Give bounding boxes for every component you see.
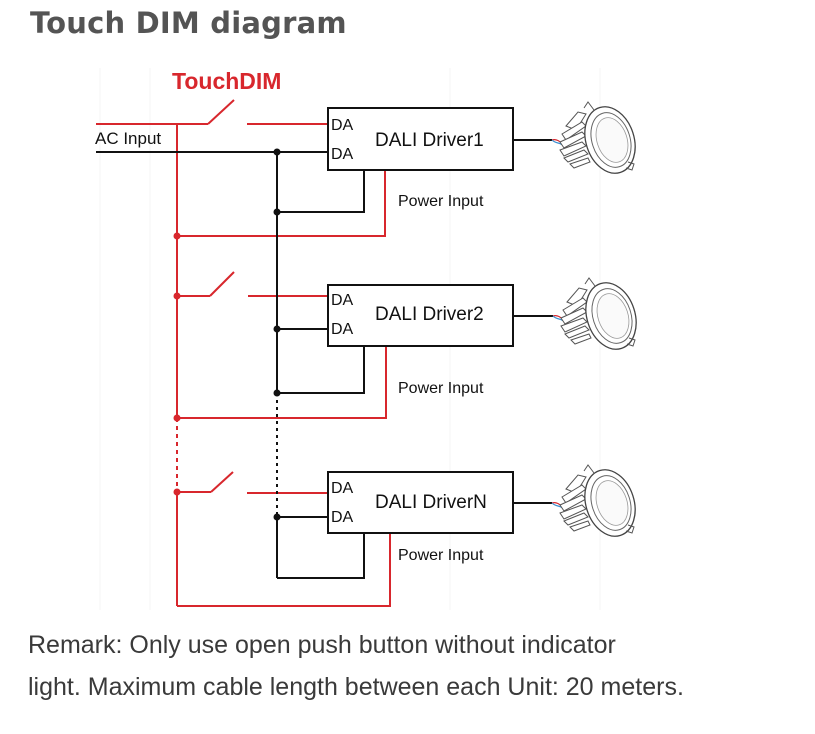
driver-2-terminal-bottom: DA	[331, 321, 354, 338]
touchdim-label: TouchDIM	[172, 68, 281, 94]
red-wiring	[96, 99, 391, 607]
driver-1-terminal-bottom: DA	[331, 146, 354, 163]
driver-n: DA DA DALI DriverN Power Input	[327, 471, 514, 564]
ac-input-label: AC Input	[95, 129, 161, 148]
page-title: Touch DIM diagram	[30, 6, 347, 40]
driver-2-terminal-top: DA	[331, 292, 354, 309]
driver-n-power-label: Power Input	[398, 547, 484, 564]
touchdim-switch-2	[209, 271, 235, 297]
downlight-icon	[552, 275, 645, 357]
black-wiring	[96, 139, 553, 579]
black-junctions	[273, 148, 281, 521]
driver-1-terminal-top: DA	[331, 117, 354, 134]
driver-2-name: DALI Driver2	[375, 304, 484, 325]
touchdim-switch-n	[210, 471, 234, 493]
red-junctions	[173, 232, 181, 496]
driver-n-name: DALI DriverN	[375, 492, 487, 513]
driver-2: DA DA DALI Driver2 Power Input	[327, 284, 514, 397]
driver-1-name: DALI Driver1	[375, 130, 484, 151]
driver-2-power-label: Power Input	[398, 380, 484, 397]
driver-n-terminal-top: DA	[331, 480, 354, 497]
downlight-icon	[551, 99, 644, 181]
driver-1: DA DA DALI Driver1 Power Input	[327, 107, 514, 210]
remark-line-1: Remark: Only use open push button withou…	[28, 631, 616, 659]
remark-line-2: light. Maximum cable length between each…	[28, 673, 684, 701]
driver-1-power-label: Power Input	[398, 193, 484, 210]
touchdim-switch-1	[207, 99, 235, 125]
remark-text: Remark: Only use open push button withou…	[28, 624, 808, 708]
driver-n-terminal-bottom: DA	[331, 509, 354, 526]
downlight-icon	[551, 462, 644, 544]
